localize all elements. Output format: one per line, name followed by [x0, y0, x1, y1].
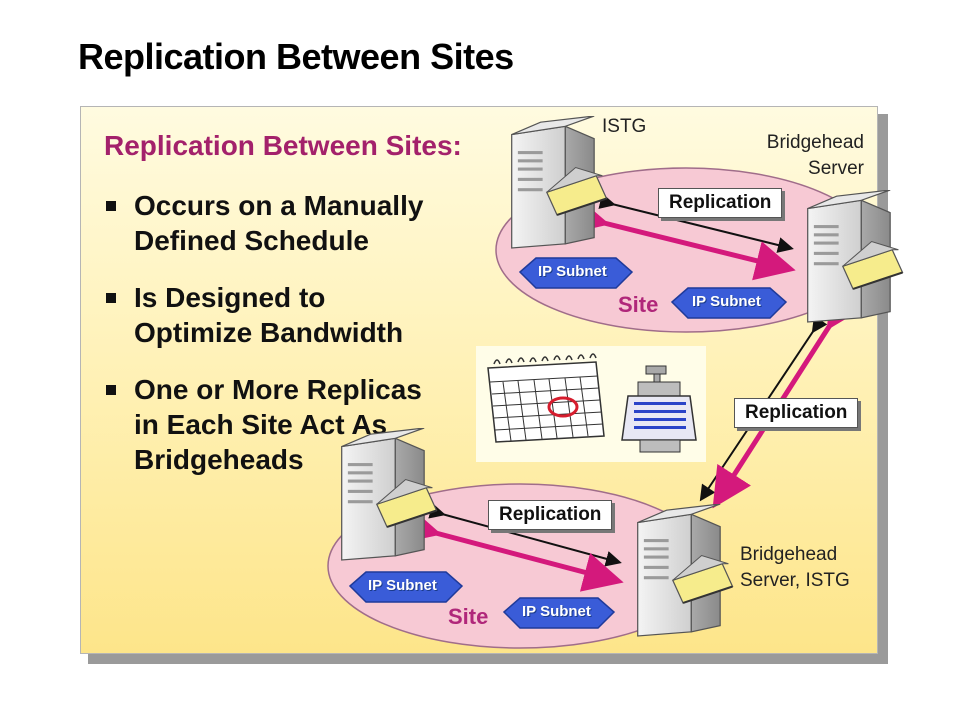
- server-icon: [636, 504, 734, 638]
- server-icon: [340, 428, 438, 562]
- bridgehead-server-label: Bridgehead Server: [740, 130, 864, 182]
- bridgehead-label-line: Bridgehead: [766, 132, 864, 153]
- bullet-list: Occurs on a Manually Defined Schedule Is…: [104, 188, 444, 499]
- ip-subnet-icon: [502, 597, 616, 629]
- bullet-square-icon: [106, 385, 116, 395]
- bullet-text: Occurs on a Manually Defined Schedule: [134, 190, 424, 256]
- bridgehead-server-istg-label: Bridgehead Server, ISTG: [740, 542, 850, 594]
- page-title: Replication Between Sites: [78, 36, 514, 77]
- bullet-item: Is Designed to Optimize Bandwidth: [104, 280, 444, 350]
- ip-subnet-label: IP Subnet: [692, 293, 761, 310]
- bullet-item: One or More Replicas in Each Site Act As…: [104, 372, 444, 477]
- site-label: Site: [618, 292, 659, 317]
- bridgehead-label-line: Server, ISTG: [740, 570, 850, 591]
- ip-subnet-label: IP Subnet: [538, 263, 607, 280]
- bullet-text: Is Designed to Optimize Bandwidth: [134, 282, 404, 348]
- top-replication-line-magenta: [566, 195, 796, 281]
- bottom-replication-label: Replication: [488, 500, 613, 530]
- ip-subnet-icon: [518, 257, 634, 289]
- bridgehead-label-line: Bridgehead: [740, 544, 838, 565]
- bandwidth-valve-icon: [621, 365, 697, 453]
- bullet-text: One or More Replicas in Each Site Act As…: [134, 374, 422, 475]
- bridgehead-label-line: Server: [808, 158, 864, 179]
- bullet-square-icon: [106, 201, 116, 211]
- ip-subnet-icon: [348, 571, 464, 603]
- subheading: Replication Between Sites:: [104, 130, 462, 161]
- intersite-replication-label: Replication: [734, 398, 859, 428]
- server-icon: [510, 116, 608, 250]
- bullet-item: Occurs on a Manually Defined Schedule: [104, 188, 444, 258]
- ip-subnet-label: IP Subnet: [368, 577, 437, 594]
- server-icon: [806, 190, 904, 324]
- site-label: Site: [448, 604, 489, 629]
- ip-subnet-icon: [670, 287, 788, 319]
- bullet-square-icon: [106, 293, 116, 303]
- bottom-replication-line-magenta: [397, 505, 624, 592]
- istg-label: ISTG: [602, 116, 647, 137]
- ip-subnet-label: IP Subnet: [522, 603, 591, 620]
- top-replication-label: Replication: [658, 188, 783, 218]
